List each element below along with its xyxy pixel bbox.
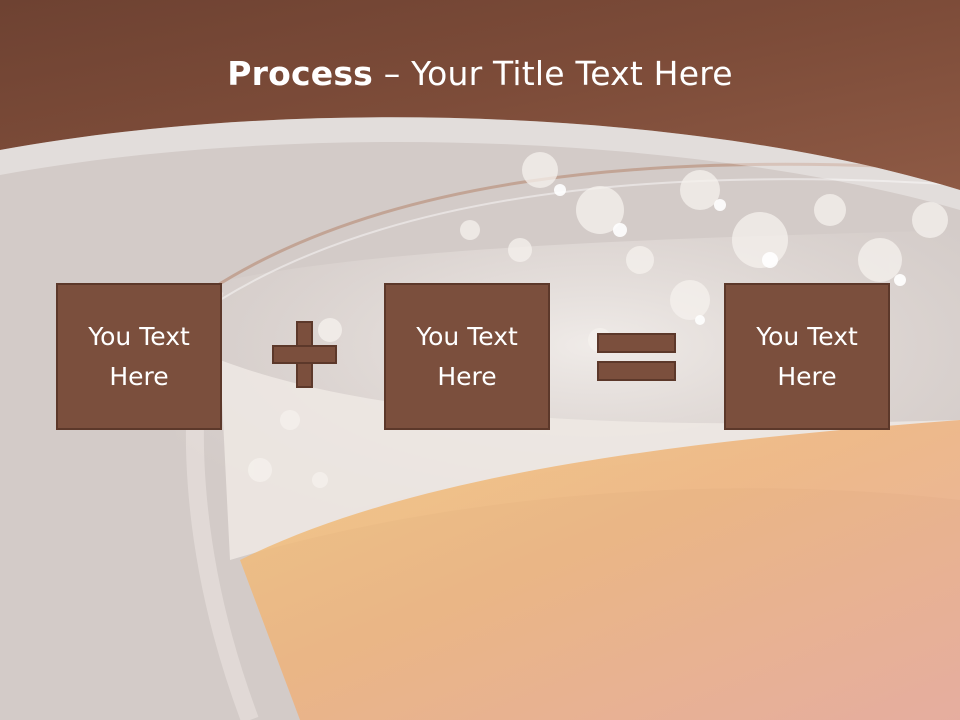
slide-title: Process – Your Title Text Here: [0, 50, 960, 98]
process-box-3-label: You Text Here: [756, 321, 858, 391]
title-bold: Process: [227, 54, 374, 93]
process-box-1-label: You Text Here: [88, 321, 190, 391]
title-rest: – Your Title Text Here: [373, 54, 733, 93]
process-box-2-label: You Text Here: [416, 321, 518, 391]
process-box-3: You Text Here: [724, 283, 890, 430]
process-box-1: You Text Here: [56, 283, 222, 430]
process-box-2: You Text Here: [384, 283, 550, 430]
